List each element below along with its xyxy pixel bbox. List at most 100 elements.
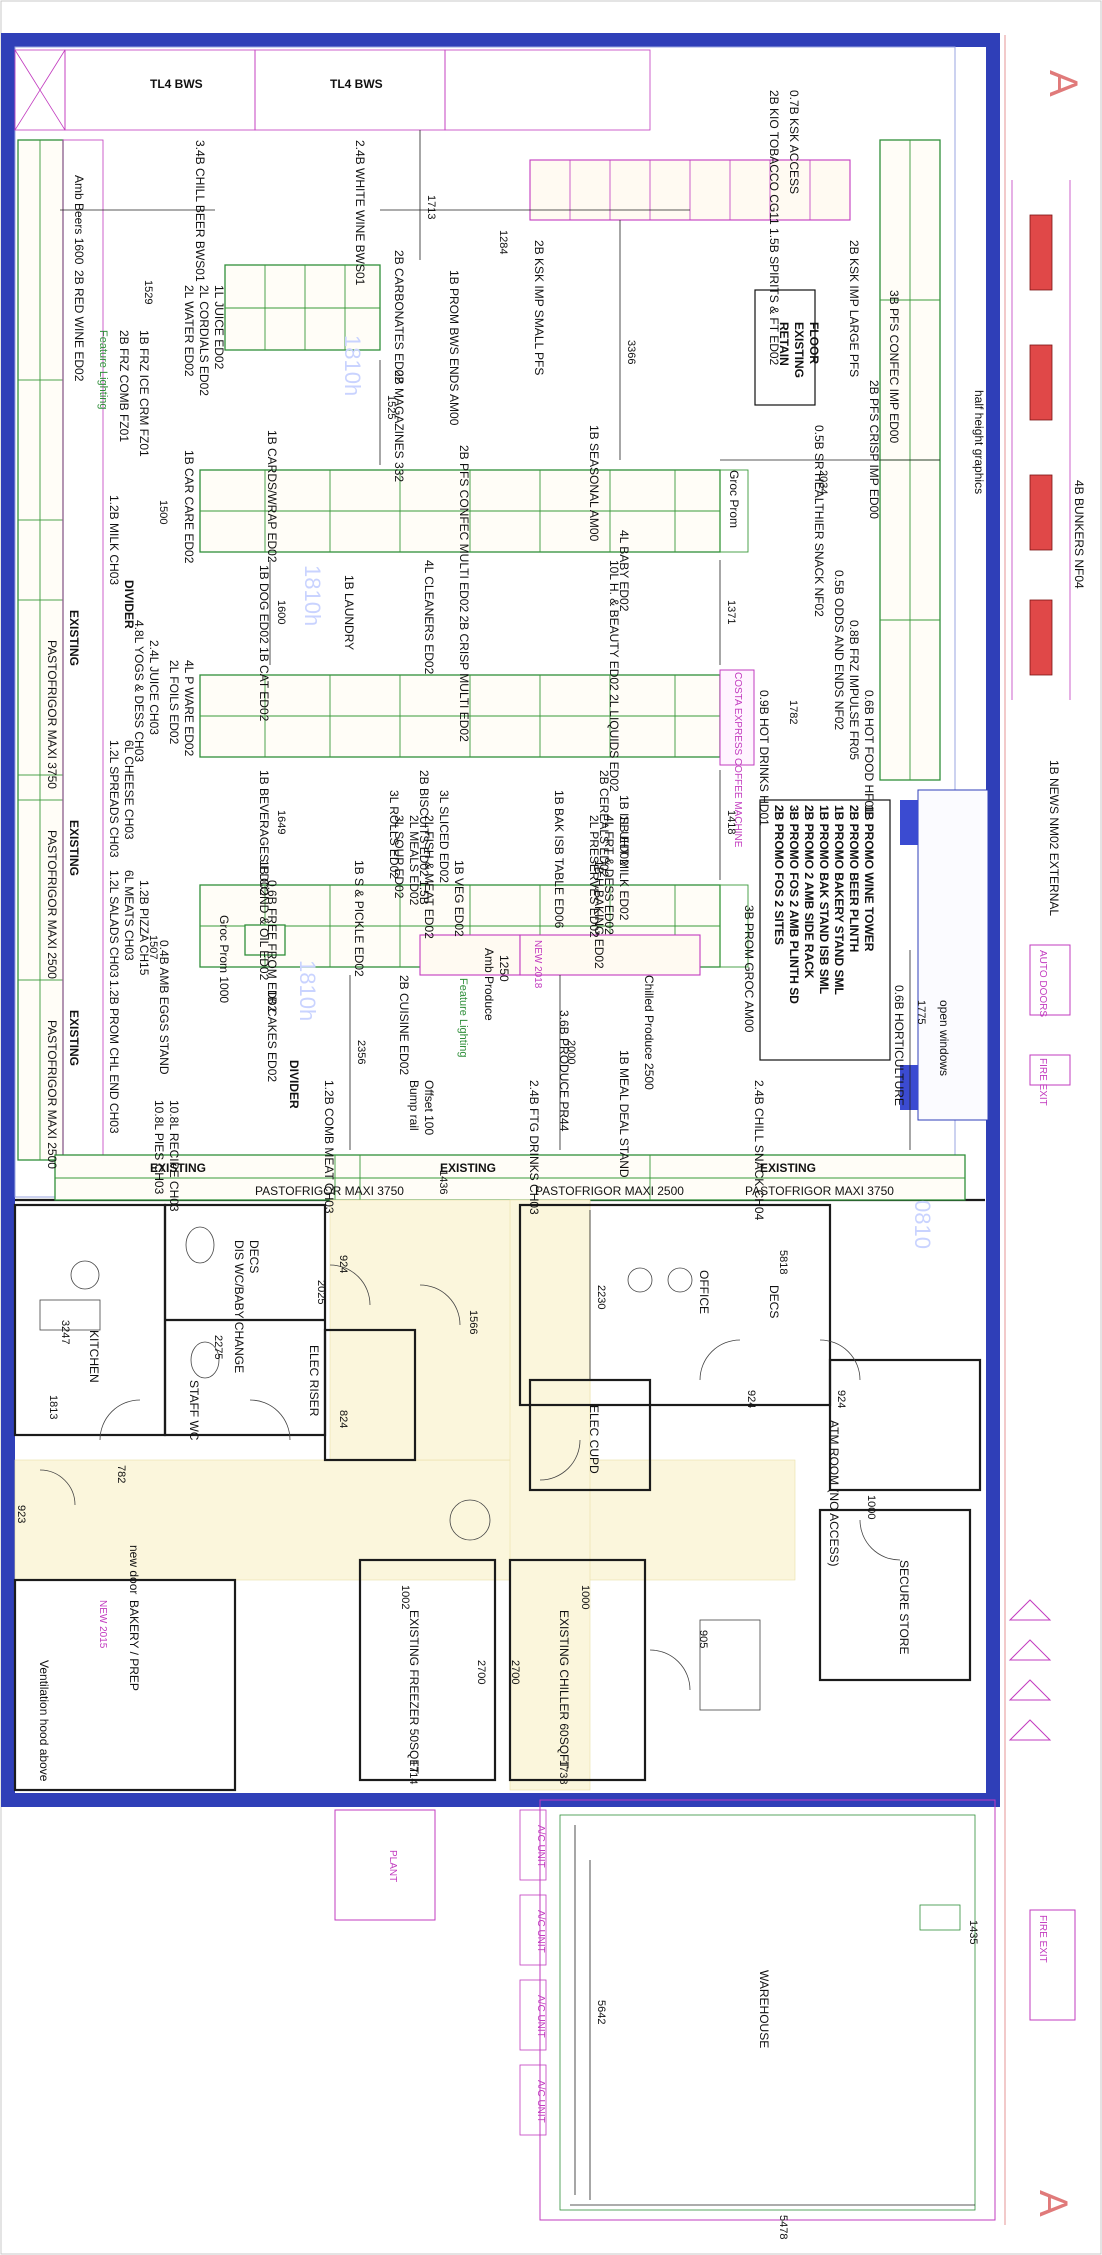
label-veg: 1B VEG ED02 [452, 860, 466, 937]
label-feature-lighting-2: Feature Lighting [457, 978, 469, 1058]
dim-1000-a: 1000 [865, 1495, 877, 1519]
label-retain-2: EXISTING [792, 322, 806, 378]
label-recipe: 10.8L RECIPE CH03 [167, 1100, 181, 1212]
dim-2356: 2356 [355, 1040, 367, 1064]
dim-1566: 1566 [467, 1310, 479, 1334]
label-chilled-produce: Chilled Produce 2500 [642, 975, 656, 1090]
gondola-run-2 [199, 469, 749, 553]
label-p-ware: 4L P WARE ED02 [182, 660, 196, 757]
dim-2275: 2275 [212, 1335, 224, 1359]
room-warehouse: WAREHOUSE [757, 1970, 771, 2048]
fos-line-6: 2B PROMO BEER PLINTH [847, 805, 861, 952]
kiosk-area [529, 159, 851, 221]
label-juice-ed02: 1L JUICE ED02 [212, 285, 226, 370]
fos-line-5: 1B PROMO BAKERY STAND SML [832, 805, 846, 995]
room-ac-unit-4: A/C UNIT [535, 2080, 546, 2123]
dim-924-a: 924 [337, 1255, 349, 1273]
label-news-external: 1B NEWS NM02 EXTERNAL [1047, 760, 1061, 916]
back-of-house-walls [13, 1203, 982, 1792]
label-kiosk-tobacco: 2B KIO TOBACCO CG11 1.5B SPIRITS & FT ED… [767, 90, 781, 366]
room-elec-riser: ELEC RISER [307, 1345, 321, 1417]
label-cakes: 1B CAKES ED02 [265, 990, 279, 1082]
label-comb-meat: 1.2B COMB MEAT CH03 [322, 1080, 336, 1214]
label-frt-dess: 4L FRT & DESS ED02 [602, 815, 616, 935]
fos-line-2: 3B PROMO FOS 2 AMB PLINTH SD [787, 805, 801, 1004]
room-ac-unit-3: A/C UNIT [535, 1995, 546, 2038]
fos-promo-box [759, 799, 891, 1061]
label-ftg-drinks: 2.4B FTG DRINKS CH03 [527, 1080, 541, 1215]
dim-2000: 2000 [565, 1040, 577, 1064]
dim-924-c: 924 [835, 1390, 847, 1408]
label-fire-exit-1: FIRE EXIT [1037, 1058, 1048, 1106]
dim-5818: 5818 [777, 1250, 789, 1274]
label-bump-rail: Bump rail [407, 1080, 421, 1131]
dim-1500: 1500 [157, 500, 169, 524]
watermark-2: 1810h [300, 565, 325, 626]
dimension-texts: 1713 1284 3366 1529 1525 1600 1500 2034 … [15, 195, 979, 2239]
label-baby: 4L BABY ED02 [617, 530, 631, 612]
label-produce: 3.6B PRODUCE PR44 [557, 1010, 571, 1132]
label-prom-groc: 3B PROM GROC AM00 [742, 905, 756, 1033]
dim-1782: 1782 [787, 700, 799, 724]
label-offset-100: Offset 100 [422, 1080, 436, 1135]
dim-1714: 1714 [407, 1760, 419, 1784]
retain-floor-box [754, 289, 816, 406]
label-prom-chl-end: 1.2B PROM CHL END CH03 [107, 980, 121, 1134]
label-magazines: 2B MAGAZINES 332 [392, 370, 406, 482]
watermark-4: 0810 [910, 1200, 935, 1249]
label-fish-meat: 2L FISH & MEAT ED02 [422, 815, 436, 939]
fos-line-7: 1B PROMO WINE TOWER [862, 805, 876, 952]
label-cards-wrap: 1B CARDS/WRAP ED02 [265, 430, 279, 563]
case-3-status: EXISTING [67, 1010, 81, 1066]
label-preserves: 2L PRESERVES ED02 [587, 815, 601, 938]
label-s-pickle: 1B S & PICKLE ED02 [352, 860, 366, 977]
label-half-height: half height graphics [972, 390, 986, 494]
label-ksk-imp-large: 2B KSK IMP LARGE PFS [847, 240, 861, 377]
dim-5478: 5478 [777, 2215, 789, 2239]
room-ventilation: Ventilation hood above [37, 1660, 51, 1782]
dim-3247: 3247 [59, 1320, 71, 1344]
dim-2034: 2034 [817, 470, 829, 494]
label-seasonal: 1B SEASONAL AM00 [587, 425, 601, 542]
case-labels: PASTOFRIGOR MAXI 3750 PASTOFRIGOR MAXI 2… [45, 610, 894, 1198]
label-groc-prom-2: Groc Prom [727, 470, 741, 528]
dim-2700-a: 2700 [475, 1660, 487, 1684]
section-marker-a-top: A [1041, 70, 1085, 97]
room-secure-store: SECURE STORE [897, 1560, 911, 1654]
label-foils: 2L FOILS ED02 [167, 660, 181, 745]
tl4-bws-label-2: TL4 BWS [330, 77, 383, 91]
label-groc-prom-1: Groc Prom 1000 [217, 915, 231, 1003]
left-wall-run [17, 139, 104, 1161]
dim-1418: 1418 [725, 810, 737, 834]
fos-line-4: 1B PROMO BAK STAND ISB SML [817, 805, 831, 994]
label-frz-comb: 2B FRZ COMB FZ01 [117, 330, 131, 442]
label-isb: 1B ISB ED02 [617, 795, 631, 866]
room-bakery-prep: BAKERY / PREP [127, 1600, 141, 1691]
case-5-label: PASTOFRIGOR MAXI 2500 [535, 1184, 684, 1198]
produce-stands [244, 924, 701, 976]
dim-1371: 1371 [725, 600, 737, 624]
label-ksk-imp-small: 2B KSK IMP SMALL PFS [532, 240, 546, 375]
room-new-door: new door [127, 1545, 141, 1594]
label-meal-deal: 1B MEAL DEAL STAND [617, 1050, 631, 1178]
label-red-wine: 2B RED WINE ED02 [72, 270, 86, 382]
dim-1813: 1813 [47, 1395, 59, 1419]
label-prom-bws-ends: 1B PROM BWS ENDS AM00 [447, 270, 461, 426]
coffee-machine [719, 669, 755, 766]
label-hot-drinks: 0.9B HOT DRINKS HD01 [757, 690, 771, 826]
room-kitchen: KITCHEN [87, 1330, 101, 1383]
dim-1284: 1284 [497, 230, 509, 254]
case-6-label: PASTOFRIGOR MAXI 3750 [745, 1184, 894, 1198]
dim-1507: 1507 [147, 935, 159, 959]
case-4-label: PASTOFRIGOR MAXI 3750 [255, 1184, 404, 1198]
label-uht-milk: 1L UHT MILK ED02 [617, 815, 631, 921]
label-cleaners: 4L CLEANERS ED02 [422, 560, 436, 675]
case-2-status: EXISTING [67, 820, 81, 876]
room-staff-wc: STAFF WC [187, 1380, 201, 1441]
label-open-windows: open windows [937, 1000, 951, 1076]
label-spreads: 1.2L SPREADS CH03 [107, 740, 121, 858]
label-free-from: 0.6B FREE FROM ED02 [265, 880, 279, 1012]
label-hot-food: 0.6B HOT FOOD HF01 [862, 690, 876, 814]
label-chill-beer: 3.4B CHILL BEER BWS01 [193, 140, 207, 282]
